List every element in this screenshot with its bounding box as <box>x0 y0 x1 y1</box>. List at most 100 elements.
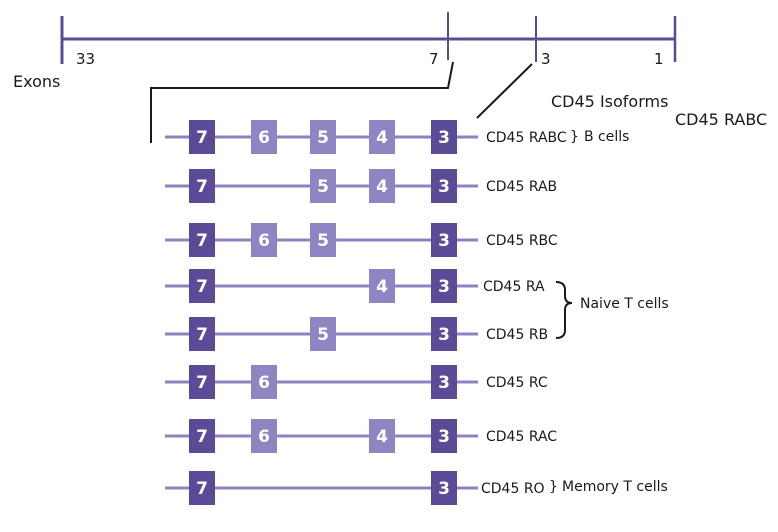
isoform-label: CD45 RB <box>486 327 548 343</box>
exon-7: 7 <box>189 269 215 303</box>
exon-box <box>369 419 395 453</box>
exon-number: 3 <box>438 373 450 393</box>
group-annotations: } B cells Naive T cells } Memory T cells <box>549 129 669 495</box>
exon-number: 4 <box>376 128 388 148</box>
exon-box <box>189 223 215 257</box>
naive-t-cells-label: Naive T cells <box>580 296 669 312</box>
isoform-row: 7 6 3 CD45 RC <box>165 365 548 399</box>
exon-number: 6 <box>258 128 270 148</box>
isoform-label: CD45 RAB <box>486 179 557 195</box>
exon-number: 3 <box>438 177 450 197</box>
isoform-row: 7 3 CD45 RO <box>165 471 545 505</box>
exon-box <box>189 419 215 453</box>
exon-box <box>310 317 336 351</box>
exon-box <box>431 169 457 203</box>
exon-3: 3 <box>431 120 457 154</box>
exon-box <box>310 169 336 203</box>
exon-7: 7 <box>189 317 215 351</box>
memory-t-cells-label: Memory T cells <box>562 479 668 495</box>
exon-number: 7 <box>196 427 208 447</box>
exon-3: 3 <box>431 269 457 303</box>
isoform-row: 7 4 3 CD45 RA <box>165 269 545 303</box>
exon-4: 4 <box>369 169 395 203</box>
isoform-label: CD45 RC <box>486 375 548 391</box>
exon-box <box>431 365 457 399</box>
exon-number: 7 <box>196 177 208 197</box>
exon-number: 6 <box>258 373 270 393</box>
tick-label-1: 1 <box>654 50 664 68</box>
exon-box <box>251 419 277 453</box>
exon-box <box>189 471 215 505</box>
isoform-label: CD45 RAC <box>486 429 557 445</box>
exon-number: 4 <box>376 277 388 297</box>
exon-box <box>431 317 457 351</box>
tick-label-3: 3 <box>541 50 551 68</box>
exon-6: 6 <box>251 419 277 453</box>
exon-box <box>189 120 215 154</box>
exon-box <box>369 169 395 203</box>
exon-number: 3 <box>438 277 450 297</box>
exons-label: Exons <box>13 72 60 91</box>
exon-box <box>369 120 395 154</box>
exon-6: 6 <box>251 223 277 257</box>
exon-number: 5 <box>317 231 329 251</box>
exon-number: 4 <box>376 427 388 447</box>
exon-number: 7 <box>196 325 208 345</box>
exon-box <box>431 419 457 453</box>
exon-number: 7 <box>196 231 208 251</box>
isoform-label: CD45 RA <box>483 279 545 295</box>
exon-3: 3 <box>431 471 457 505</box>
isoform-label: CD45 RO <box>481 481 545 497</box>
isoform-row: 7 6 4 3 CD45 RAC <box>165 419 557 453</box>
exon-box <box>251 365 277 399</box>
exon-number: 3 <box>438 128 450 148</box>
exon-box <box>189 169 215 203</box>
exon-6: 6 <box>251 120 277 154</box>
exon-7: 7 <box>189 223 215 257</box>
exon-4: 4 <box>369 269 395 303</box>
exon-box <box>251 120 277 154</box>
exon-6: 6 <box>251 365 277 399</box>
exon-number: 5 <box>317 128 329 148</box>
exon-4: 4 <box>369 419 395 453</box>
exon-3: 3 <box>431 419 457 453</box>
exon-5: 5 <box>310 120 336 154</box>
exon-number: 3 <box>438 427 450 447</box>
exon-number: 3 <box>438 479 450 499</box>
exon-box <box>189 269 215 303</box>
exon-box <box>369 269 395 303</box>
exon-box <box>310 120 336 154</box>
exon-4: 4 <box>369 120 395 154</box>
isoform-label: CD45 RBC <box>486 233 558 249</box>
exon-number: 5 <box>317 325 329 345</box>
exon-5: 5 <box>310 169 336 203</box>
tick-label-33: 33 <box>76 50 95 68</box>
exon-number: 7 <box>196 128 208 148</box>
exon-7: 7 <box>189 365 215 399</box>
exon-box <box>431 223 457 257</box>
isoform-row: 7 5 3 CD45 RB <box>165 317 548 351</box>
naive-t-cells-brace <box>555 281 573 339</box>
exon-5: 5 <box>310 317 336 351</box>
exon-3: 3 <box>431 365 457 399</box>
exon-number: 3 <box>438 231 450 251</box>
gene-track: 33 7 3 1 Exons <box>13 12 677 91</box>
exon-box <box>310 223 336 257</box>
exon-box <box>251 223 277 257</box>
isoforms-heading: CD45 Isoforms <box>551 92 668 111</box>
exon-box <box>431 120 457 154</box>
exon-5: 5 <box>310 223 336 257</box>
zoom-connector-left <box>150 61 454 143</box>
b-cells-brace: } <box>570 129 579 145</box>
exon-3: 3 <box>431 317 457 351</box>
b-cells-label: B cells <box>584 129 629 145</box>
exon-number: 7 <box>196 479 208 499</box>
isoform-row: 7 6 5 3 CD45 RBC <box>165 223 558 257</box>
exon-number: 6 <box>258 427 270 447</box>
exon-number: 6 <box>258 231 270 251</box>
tick-label-7: 7 <box>429 50 439 68</box>
